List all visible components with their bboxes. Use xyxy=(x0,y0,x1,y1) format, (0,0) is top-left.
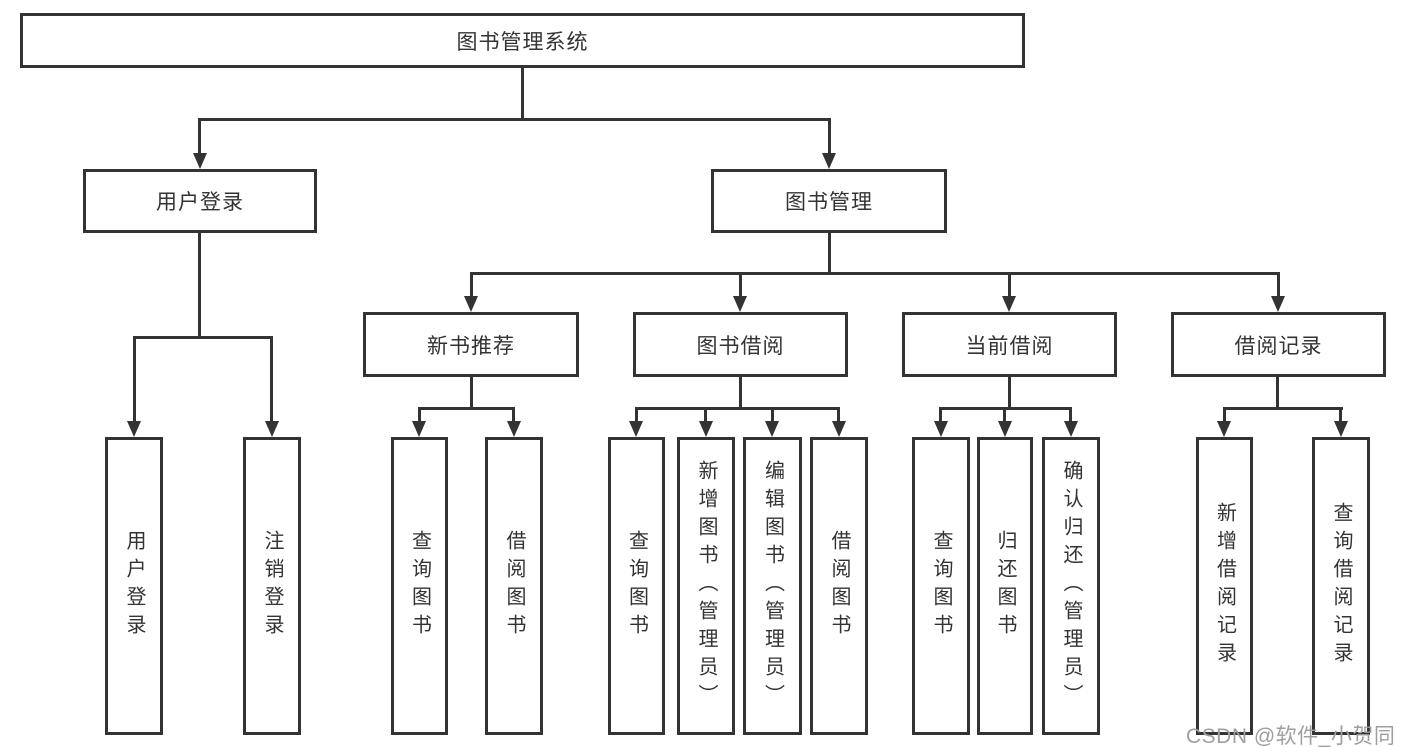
node-label: 借阅记录 xyxy=(1234,334,1323,358)
arrow-down-icon xyxy=(412,421,426,437)
arrow-down-icon xyxy=(934,421,948,437)
connector-line xyxy=(704,407,707,421)
connector-book-mgmt-bar xyxy=(470,272,1280,275)
connector-line xyxy=(828,118,831,153)
node-user-login: 用户登录 xyxy=(83,169,317,233)
node-label: 查询借阅记录 xyxy=(1330,502,1352,670)
arrow-down-icon xyxy=(733,296,747,312)
node-label: 用户登录 xyxy=(156,191,244,214)
connector-user-login-bar xyxy=(133,336,273,339)
node-label: 查询图书 xyxy=(930,530,952,642)
arrow-down-icon xyxy=(1002,296,1016,312)
arrow-down-icon xyxy=(629,421,643,437)
node-label: 确认归还（管理员） xyxy=(1060,460,1082,712)
connector-current-borrow-bar xyxy=(940,407,1072,410)
connector-line xyxy=(133,336,136,421)
arrow-down-icon xyxy=(699,421,713,437)
connector-book-mgmt-stem xyxy=(828,233,831,272)
connector-line xyxy=(470,272,473,296)
connector-new-book-stem xyxy=(470,377,473,407)
node-label: 用户登录 xyxy=(123,530,145,642)
arrow-down-icon xyxy=(998,421,1012,437)
node-leaf-add-books-admin: 新增图书（管理员） xyxy=(677,437,735,735)
arrow-down-icon xyxy=(507,421,521,437)
connector-line xyxy=(512,407,515,421)
node-leaf-current-query-books: 查询图书 xyxy=(912,437,970,735)
connector-user-login-stem xyxy=(198,233,201,336)
node-root-library-system: 图书管理系统 xyxy=(20,13,1025,68)
node-label: 查询图书 xyxy=(408,530,431,642)
node-leaf-recommend-borrow-books: 借阅图书 xyxy=(485,437,543,735)
node-label: 新书推荐 xyxy=(427,334,515,358)
arrow-down-icon xyxy=(822,153,836,169)
connector-line xyxy=(635,407,638,421)
connector-borrow-record-stem xyxy=(1276,377,1279,407)
arrow-down-icon xyxy=(127,421,141,437)
node-leaf-borrow-query-books: 查询图书 xyxy=(608,437,665,735)
node-leaf-return-books: 归还图书 xyxy=(977,437,1033,735)
node-leaf-edit-books-admin: 编辑图书（管理员） xyxy=(743,437,802,735)
arrow-down-icon xyxy=(193,153,207,169)
node-label: 查询图书 xyxy=(625,530,648,642)
connector-root-bar xyxy=(199,118,831,121)
connector-line xyxy=(418,407,421,421)
node-label: 编辑图书（管理员） xyxy=(761,460,784,712)
node-label: 借阅图书 xyxy=(503,530,525,642)
connector-line xyxy=(1339,407,1342,421)
arrow-down-icon xyxy=(265,421,279,437)
node-label: 图书管理系统 xyxy=(456,30,589,54)
node-book-borrow: 图书借阅 xyxy=(633,312,848,377)
connector-borrow-record-bar xyxy=(1223,407,1343,410)
connector-book-borrow-stem xyxy=(739,377,742,407)
arrow-down-icon xyxy=(1217,421,1231,437)
connector-new-book-bar xyxy=(418,407,515,410)
connector-book-borrow-bar xyxy=(635,407,840,410)
node-book-management: 图书管理 xyxy=(711,169,947,233)
arrow-down-icon xyxy=(1334,421,1348,437)
connector-line xyxy=(1223,407,1226,421)
csdn-watermark: CSDN @软件_小贺同学 xyxy=(1186,725,1396,747)
node-label: 图书管理 xyxy=(785,191,873,214)
connector-line xyxy=(771,407,774,421)
node-label: 新增图书（管理员） xyxy=(695,460,717,712)
arrow-down-icon xyxy=(464,296,478,312)
node-leaf-add-borrow-record: 新增借阅记录 xyxy=(1196,437,1253,735)
connector-line xyxy=(1003,407,1006,421)
connector-line xyxy=(837,407,840,421)
node-leaf-query-borrow-record: 查询借阅记录 xyxy=(1312,437,1370,735)
node-leaf-confirm-return-admin: 确认归还（管理员） xyxy=(1042,437,1100,735)
connector-line xyxy=(198,118,201,153)
node-label: 注销登录 xyxy=(261,530,283,642)
node-leaf-borrow-books: 借阅图书 xyxy=(810,437,868,735)
node-leaf-recommend-query-books: 查询图书 xyxy=(391,437,448,735)
arrow-down-icon xyxy=(832,421,846,437)
node-label: 图书借阅 xyxy=(696,334,785,358)
connector-line xyxy=(1069,407,1072,421)
node-label: 当前借阅 xyxy=(965,334,1054,358)
node-new-book-recommend: 新书推荐 xyxy=(363,312,579,377)
node-label: 借阅图书 xyxy=(828,530,850,642)
connector-line xyxy=(739,272,742,296)
connector-line xyxy=(1008,272,1011,296)
node-label: 新增借阅记录 xyxy=(1213,502,1236,670)
connector-line xyxy=(939,407,942,421)
node-borrow-record: 借阅记录 xyxy=(1171,312,1386,377)
arrow-down-icon xyxy=(1064,421,1078,437)
connector-line xyxy=(1277,272,1280,296)
node-leaf-logout: 注销登录 xyxy=(243,437,301,735)
node-leaf-user-login: 用户登录 xyxy=(105,437,163,735)
node-label: 归还图书 xyxy=(994,530,1016,642)
arrow-down-icon xyxy=(1271,296,1285,312)
connector-line xyxy=(270,336,273,421)
connector-root-stem xyxy=(521,68,524,118)
connector-current-borrow-stem xyxy=(1008,377,1011,407)
arrow-down-icon xyxy=(765,421,779,437)
node-current-borrow: 当前借阅 xyxy=(902,312,1117,377)
